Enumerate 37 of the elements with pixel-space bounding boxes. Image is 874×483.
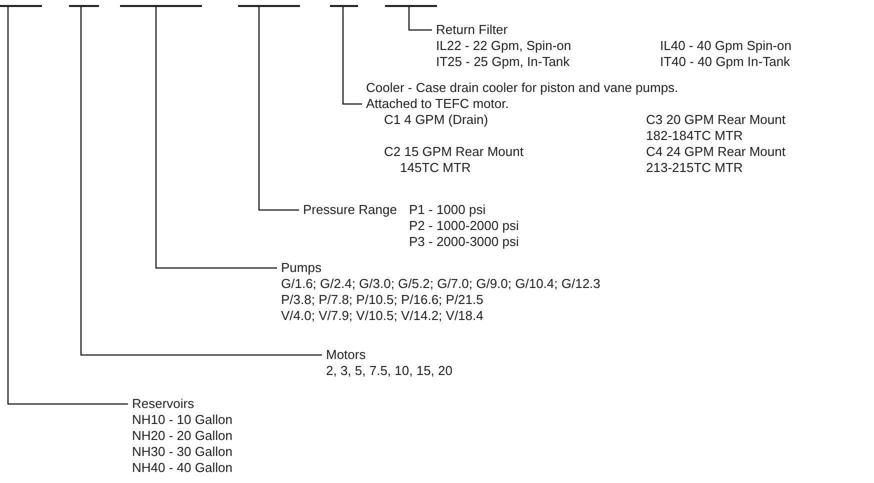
heading-text: Pressure Range — [303, 202, 397, 218]
option-text: C2 15 GPM Rear Mount 145TC MTR — [384, 144, 524, 176]
leader-line — [155, 7, 277, 269]
option-text: P2 - 1000-2000 psi — [409, 218, 519, 234]
heading-text: Motors — [326, 347, 366, 363]
leader-line — [258, 7, 299, 211]
option-text: C1 4 GPM (Drain) — [384, 112, 488, 128]
option-text: IT25 - 25 Gpm, In-Tank — [436, 54, 570, 70]
heading-text: Cooler - Case drain cooler for piston and vane pumps. Attached to TEFC motor. — [366, 80, 680, 112]
code-segment-line — [330, 5, 358, 7]
code-segment-line — [0, 5, 42, 7]
option-text: C4 24 GPM Rear Mount 213-215TC MTR — [646, 144, 786, 176]
option-text: NH20 - 20 Gallon — [132, 428, 232, 444]
code-segment-line — [238, 5, 300, 7]
option-text: P1 - 1000 psi — [409, 202, 486, 218]
option-text: G/1.6; G/2.4; G/3.0; G/5.2; G/7.0; G/9.0; G/10.4; G/12.3 — [281, 276, 600, 292]
heading-text: Pumps — [281, 260, 322, 276]
code-segment-line — [120, 5, 202, 7]
code-segment-line — [385, 5, 437, 7]
option-text: V/4.0; V/7.9; V/10.5; V/14.2; V/18.4 — [281, 308, 484, 324]
option-text: C3 20 GPM Rear Mount 182-184TC MTR — [646, 112, 786, 144]
leader-line — [408, 7, 432, 31]
option-text: P/3.8; P/7.8; P/10.5; P/16.6; P/21.5 — [281, 292, 484, 308]
leader-line — [7, 7, 128, 405]
option-text: IL40 - 40 Gpm Spin-on — [660, 38, 792, 54]
option-text: NH40 - 40 Gallon — [132, 460, 232, 476]
heading-text: Return Filter — [436, 22, 508, 38]
leader-line — [342, 7, 362, 105]
leader-line — [80, 7, 322, 356]
code-segment-line — [69, 5, 99, 7]
option-text: NH30 - 30 Gallon — [132, 444, 232, 460]
option-text: IT40 - 40 Gpm In-Tank — [660, 54, 790, 70]
option-text: P3 - 2000-3000 psi — [409, 234, 519, 250]
option-text: IL22 - 22 Gpm, Spin-on — [436, 38, 572, 54]
heading-text: Reservoirs — [132, 396, 194, 412]
option-text: 2, 3, 5, 7.5, 10, 15, 20 — [326, 363, 452, 379]
option-text: NH10 - 10 Gallon — [132, 412, 232, 428]
